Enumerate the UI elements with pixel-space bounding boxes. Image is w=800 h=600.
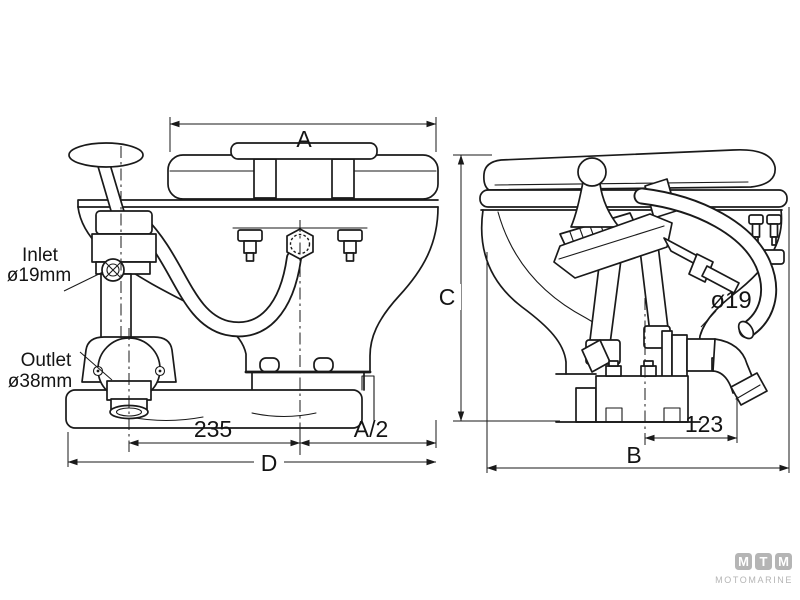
dim-label-d: D — [261, 450, 278, 476]
side-view-drawing: C ø19 123 B — [435, 148, 790, 473]
inlet-callout: Inlet ø19mm — [7, 245, 104, 292]
front-view-drawing: A 235 A/2 D Inlet ø19mm Outlet ø38mm — [7, 117, 439, 476]
dim-label-c: C — [439, 284, 456, 310]
side-pump-assembly — [553, 157, 677, 279]
side-pump-columns — [581, 244, 671, 373]
dim-label-b: B — [626, 442, 641, 468]
dim-label-a: A — [296, 126, 312, 152]
mtm-logo: M T M MOTOMARINE — [715, 553, 793, 585]
dimension-b: B — [486, 207, 790, 473]
logo-letter-3: M — [778, 554, 789, 569]
logo-tile-3 — [775, 553, 792, 570]
dim-label-a-half: A/2 — [354, 416, 389, 442]
inlet-fitting — [101, 258, 125, 282]
dimension-235: 235 — [128, 416, 301, 447]
outlet-callout-line2: ø38mm — [8, 371, 72, 392]
logo-letter-1: M — [738, 554, 749, 569]
dimension-d: D — [67, 432, 437, 476]
side-inlet-pipe — [663, 237, 740, 294]
hose-diameter-callout: ø19 — [700, 287, 752, 328]
dimension-a: A — [169, 117, 437, 152]
hose-diameter-label: ø19 — [710, 287, 751, 314]
pump-knob — [577, 157, 607, 187]
dimension-123: 123 — [644, 396, 738, 443]
logo-wordmark: MOTOMARINE — [715, 575, 793, 585]
dimension-a-half: A/2 — [299, 416, 437, 448]
side-outlet-elbow — [661, 330, 768, 406]
logo-tile-2 — [755, 553, 772, 570]
dim-label-235: 235 — [194, 416, 232, 442]
outlet-callout: Outlet ø38mm — [8, 350, 113, 392]
front-bowl-rim — [77, 199, 439, 208]
hose-end — [737, 320, 755, 340]
inlet-callout-line2: ø19mm — [7, 265, 71, 286]
side-base — [555, 360, 701, 423]
inlet-callout-line1: Inlet — [22, 245, 59, 266]
front-hose — [132, 214, 302, 338]
front-centerlines — [120, 146, 301, 455]
side-hose — [633, 187, 778, 340]
dimension-c: C — [435, 154, 560, 422]
logo-tile-1 — [735, 553, 752, 570]
logo-letter-2: T — [760, 554, 768, 569]
pump-handle — [68, 142, 144, 168]
front-seat-assembly — [167, 142, 439, 200]
side-lid — [479, 148, 788, 211]
outlet-callout-line1: Outlet — [21, 350, 72, 371]
front-pump-assembly — [68, 142, 157, 339]
dim-label-123: 123 — [685, 411, 723, 437]
